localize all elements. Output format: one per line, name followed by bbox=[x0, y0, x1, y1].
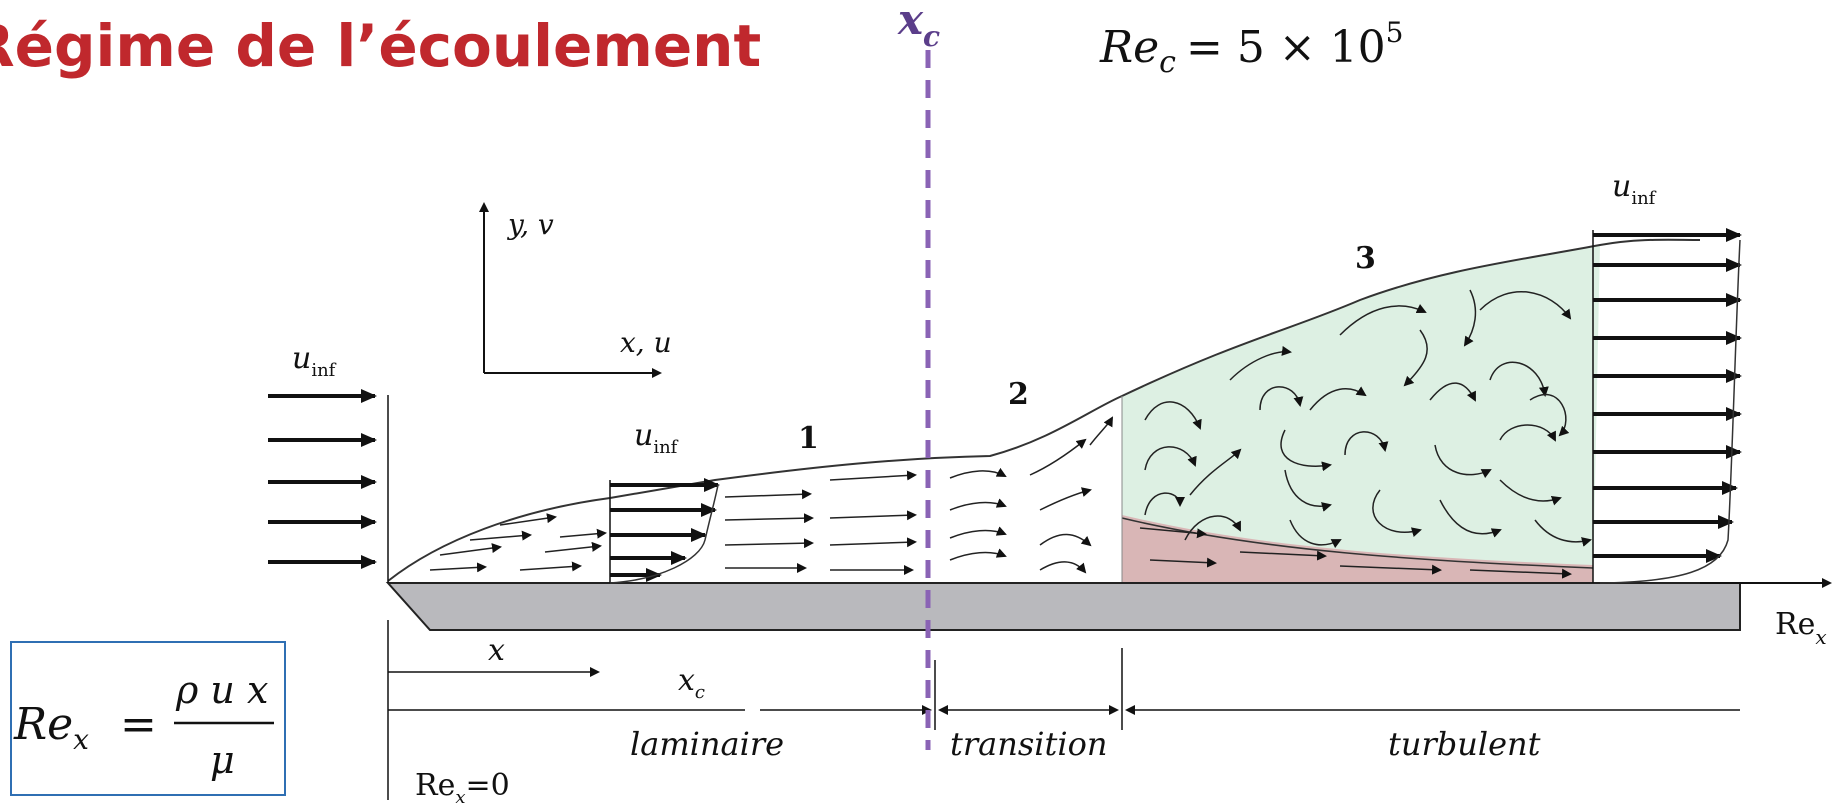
sublayer-edge bbox=[1121, 517, 1594, 569]
sublayer-arrows bbox=[1139, 527, 1572, 579]
viscous-sublayer bbox=[1122, 515, 1593, 583]
turbulent-eddies bbox=[1144, 289, 1592, 549]
u-inf-inlet-label: uinf bbox=[292, 341, 337, 381]
svg-text:ρ u x: ρ u x bbox=[175, 668, 268, 712]
flat-plate bbox=[385, 582, 1741, 631]
laminar-region-label: laminaire bbox=[630, 725, 784, 763]
svg-text:Rex: Rex bbox=[13, 699, 89, 756]
xc-dimension-label: xc bbox=[678, 663, 705, 703]
u-inf-laminar-label: uinf bbox=[634, 418, 679, 458]
u-inf-turbulent-label: uinf bbox=[1612, 169, 1657, 209]
zone-3-label: 3 bbox=[1355, 241, 1376, 276]
y-axis-label: y, v bbox=[506, 208, 554, 241]
reynolds-formula-box: Rex = ρ u x μ bbox=[10, 641, 286, 796]
zone-1-label: 1 bbox=[798, 421, 819, 456]
freestream-arrows bbox=[268, 389, 377, 569]
laminar-profile bbox=[610, 478, 720, 582]
turbulent-profile-curve bbox=[1599, 239, 1741, 584]
zone-2-label: 2 bbox=[1008, 377, 1029, 412]
transition-eddies bbox=[949, 416, 1113, 574]
critical-reynolds: Rec= 5 × 105 bbox=[1099, 16, 1404, 80]
critical-position-label: xc bbox=[897, 0, 940, 53]
dimension-lines bbox=[387, 620, 1740, 800]
reynolds-formula: Rex = ρ u x μ bbox=[13, 668, 274, 782]
reynolds-axis-label: Rex bbox=[1775, 607, 1827, 649]
transition-region-label: transition bbox=[950, 725, 1107, 763]
svg-text:=: = bbox=[120, 699, 157, 750]
x-axis-label: x, u bbox=[620, 326, 672, 359]
turbulent-region-label: turbulent bbox=[1388, 725, 1541, 763]
laminar-streamlines bbox=[429, 470, 917, 575]
svg-text:μ: μ bbox=[210, 738, 235, 782]
svg-text:Rec= 5 × 105: Rec= 5 × 105 bbox=[1099, 16, 1404, 80]
turbulent-region bbox=[1122, 245, 1600, 583]
x-dimension-label: x bbox=[488, 633, 505, 668]
origin-reynolds-label: Rex=0 bbox=[415, 768, 510, 804]
turbulent-profile bbox=[1593, 228, 1742, 563]
laminar-profile-curve bbox=[609, 484, 719, 584]
page-title: Régime de l’écoulement bbox=[0, 12, 762, 80]
coordinate-axes bbox=[479, 202, 662, 378]
svg-text:xc: xc bbox=[897, 0, 940, 53]
